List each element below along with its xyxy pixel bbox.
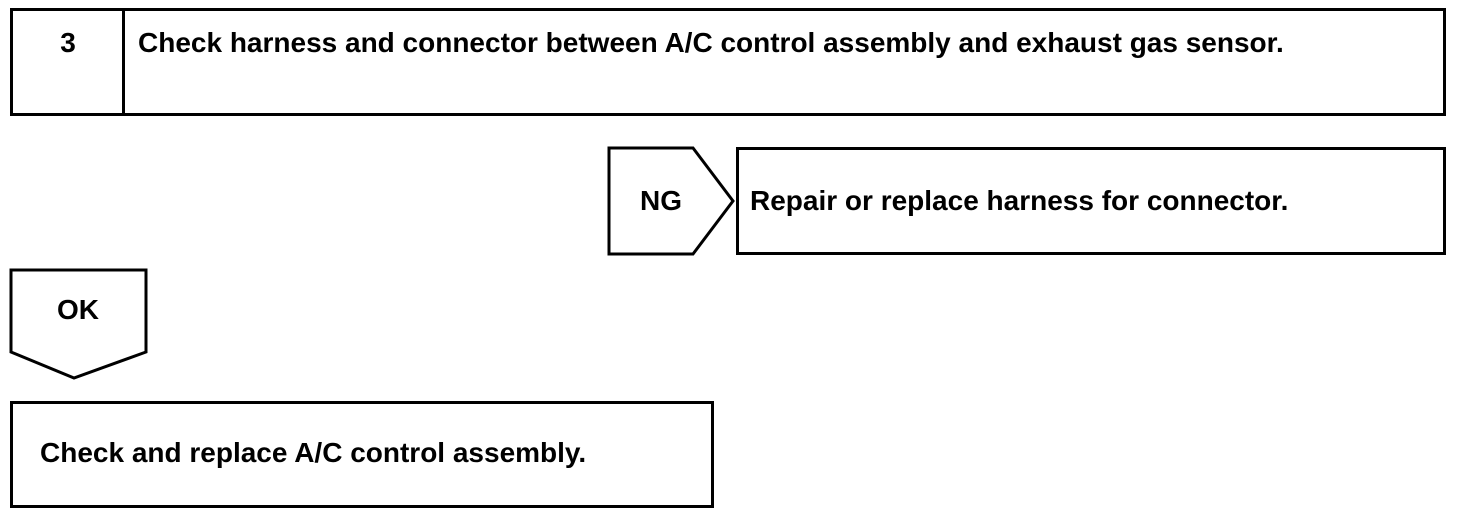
ng-label: NG (640, 185, 682, 216)
ok-label: OK (57, 294, 99, 325)
ok-action-text: Check and replace A/C control assembly. (40, 437, 587, 468)
step-number: 3 (60, 27, 76, 58)
step-title: Check harness and connector between A/C … (138, 27, 1284, 58)
ng-action-text: Repair or replace harness for connector. (750, 185, 1289, 216)
ok-action-box (10, 401, 714, 508)
step-box (10, 8, 1446, 116)
step-divider (122, 8, 125, 116)
ng-action-box (736, 147, 1446, 255)
